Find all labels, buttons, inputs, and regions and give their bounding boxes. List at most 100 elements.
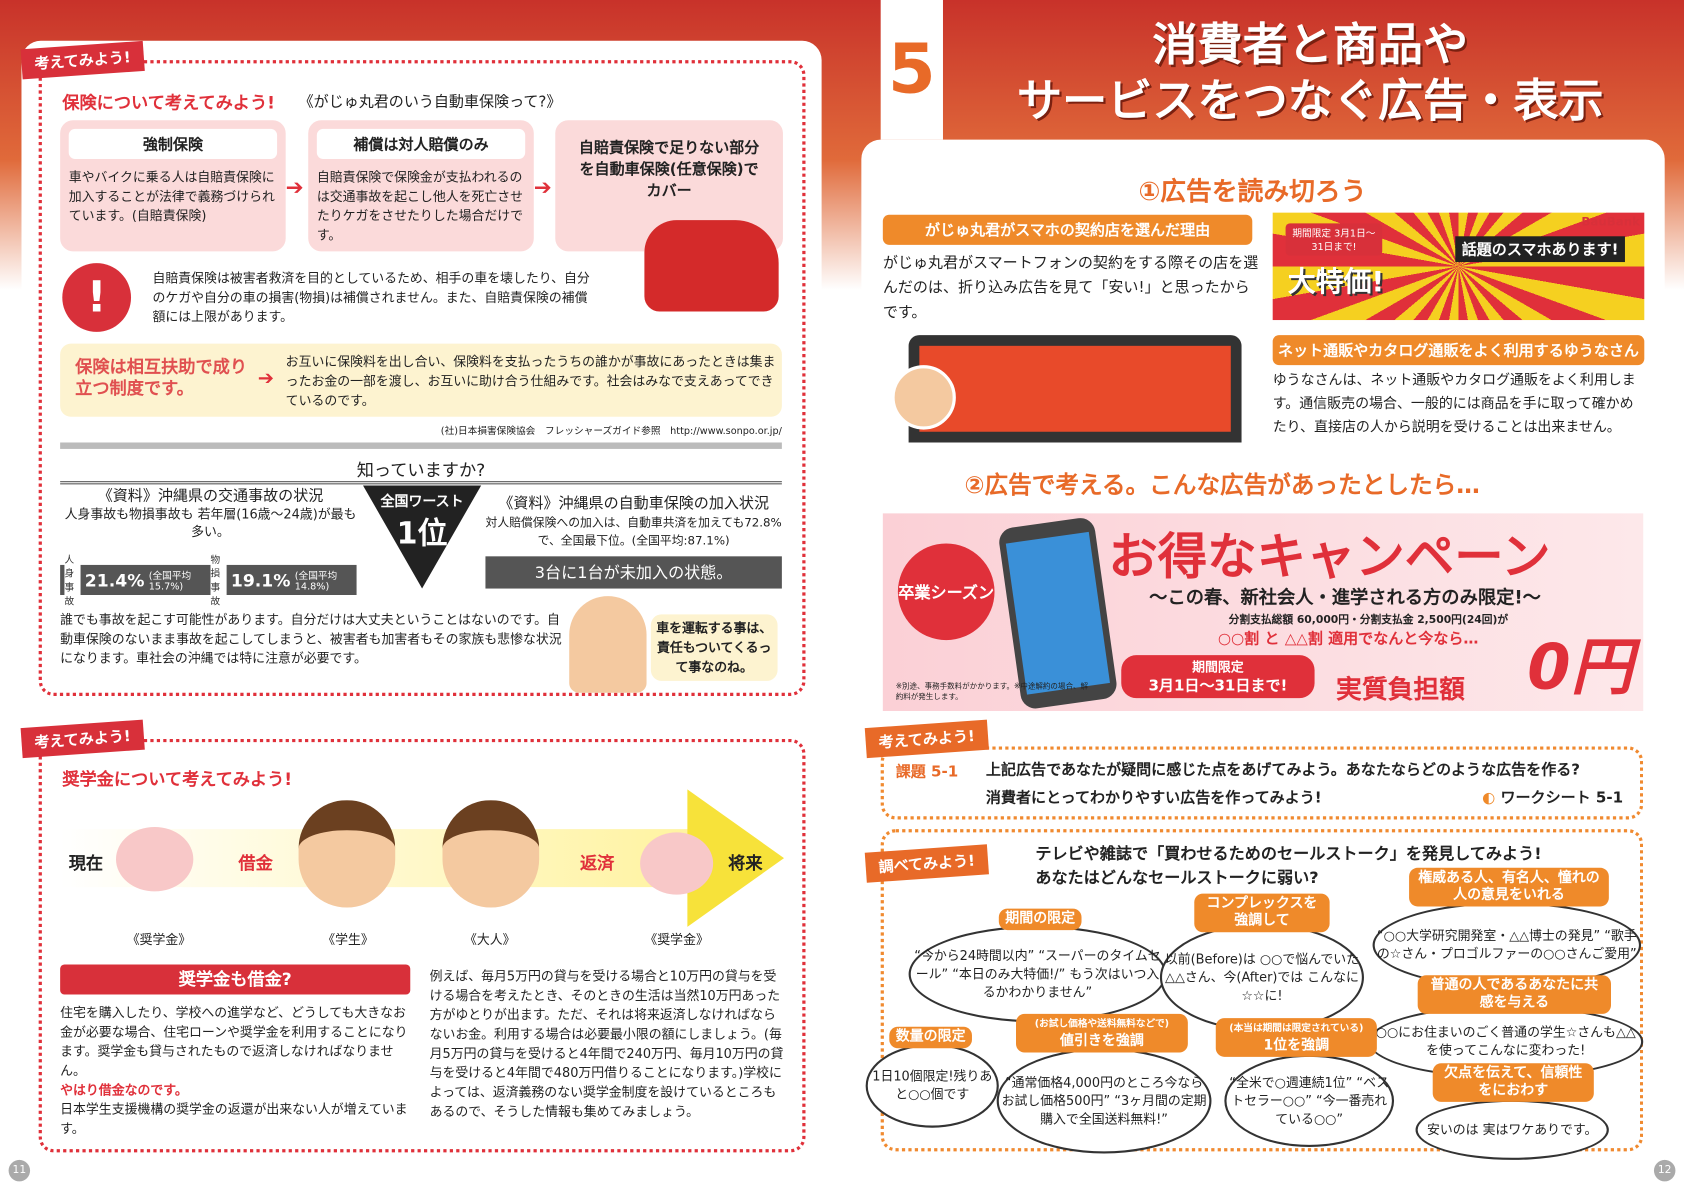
laptop-illustration [908,335,1242,443]
flow-future: 将来 [728,852,763,874]
effective-cost-label: 実質負担額 [1336,674,1465,705]
task-box [880,746,1644,820]
flyer-headline: 話題のスマホあります! [1455,236,1625,263]
talk-label: (お試し価格や送料無料などで) 値引きを強調 [1016,1013,1188,1053]
worst-triangle [363,485,482,589]
insurance-section [38,60,806,696]
flyer-ad: 期間限定 3月1日〜31日まで! 大特価! 話題のスマホあります! BauBan… [1272,212,1645,321]
title-line: サービスをつなぐ広告・表示 [1017,74,1604,127]
caption: 《大人》 [463,932,516,948]
compulsory-label: 強制保険 [68,128,278,159]
debt-band: 奨学金も借金? [60,964,411,995]
campaign-period: 期間限定 3月1日〜31日まで! [1121,655,1315,699]
talk-label: 普通の人であるあなたに共感を与える [1417,975,1611,1014]
worksheet-icon: ◐ [1482,789,1501,807]
scholarship-title: 奨学金について考えてみよう! [62,768,293,790]
page-number: 12 [1653,1159,1676,1182]
research-q2: あなたはどんなセールストークに弱い? [1035,867,1319,888]
scholarship-text-1: 住宅を購入したり、学校への進学など、どうしても大きなお金が必要な場合、住宅ローン… [60,1003,414,1138]
accident-stats: 人身事故 21.4% (全国平均15.7%) 物損事故 19.1% (全国平均1… [60,552,357,608]
period-dates: 3月1日〜31日まで! [1148,677,1288,695]
gajumaru-band: がじゅ丸君がスマホの契約店を選んだ理由 [882,214,1253,245]
liability-text: 自賠責保険で保険金が支払われるのは交通事故を起こし他人を死亡させたりケガをさせた… [316,169,524,243]
page-number: 11 [8,1159,31,1182]
worksheet-label: ワークシート 5-1 [1500,789,1624,807]
talk-label: 数量の限定 [889,1026,972,1049]
divider [60,481,782,485]
talk-label: 期間の限定 [998,908,1082,931]
insurance-subtitle: 《がじゅ丸君のいう自動車保険って?》 [298,93,562,111]
compulsory-text: 車やバイクに乗る人は自賠責保険に加入することが法律で義務づけられています。(自賠… [68,169,275,224]
talk-bubble: “通常価格4,000円のところ今ならお試し価格500円” “3ヶ月間の定期購入で… [996,1048,1212,1154]
uninsured-band: 3台に1台が未加入の状態。 [485,556,782,589]
worst-rank: 1位 [396,515,448,551]
speech-bubble: 車を運転する事は、責任もついてくるって事なのね。 [650,614,778,681]
task-text-1: 上記広告であなたが疑問に感じた点をあげてみよう。あなたならどのような広告を作る? [985,761,1581,779]
talk-label: 権威ある人、有名人、憧れの人の意見をいれる [1409,867,1609,907]
graduation-badge: 卒業シーズン [897,543,995,641]
stat-avg: (全国平均15.7%) [148,570,192,593]
stat-value: 19.1% [230,569,291,591]
student-illustration [298,800,396,908]
insurance-title: 保険について考えてみよう! [62,92,275,113]
insurance-data-text: 対人賠償保険への加入は、自動車共済を加えても72.8%で、全国最下位。(全国平均… [485,515,782,548]
campaign-headline: お得なキャンペーン [1108,527,1551,586]
accident-data: 《資料》沖縄県の交通事故の状況 人身事故も物損事故も 若年層(16歳〜24歳)が… [60,488,361,541]
mutual-aid-text: お互いに保険料を出し合い、保険料を支払ったうちの誰かが事故にあったときは集まった… [285,354,776,409]
talk-bubble: 1日10個限定!残りあと○○個です [865,1043,999,1128]
accident-text: 人身事故も物損事故も 若年層(16歳〜24歳)が最も多い。 [64,506,357,540]
stat-avg: (全国平均14.8%) [294,570,338,593]
text: 日本学生支援機構の奨学金の返還が出来ない人が増えています。 [60,1101,408,1137]
section-1-title: ①広告を読み切ろう [1138,176,1367,207]
warning-text: 自賠責保険は被害者救済を目的としているため、相手の車を壊したり、自分のケガや自分… [152,270,590,325]
task-text-2: 消費者にとってわかりやすい広告を作ってみよう! [985,789,1322,807]
talk-bubble: “○○大学研究開発室・△△博士の発見” “歌手の☆さん・プロゴルファーの○○さん… [1372,902,1642,989]
worst-label: 全国ワースト [380,494,464,511]
yuna-text: ゆうなさんは、ネット通販やカタログ通販をよく利用します。通信販売の場合、一般的に… [1272,372,1636,437]
period-label: 期間限定 [1192,659,1244,675]
gajumaru-text: がじゅ丸君がスマートフォンの契約をする際その店を選んだのは、折り込み広告を見て「… [882,254,1259,322]
research-box [880,829,1644,1152]
arrow-icon: ➔ [257,367,274,390]
scholarship-section [38,738,806,1153]
divider [60,442,782,449]
scholarship-text-2: 例えば、毎月5万円の貸与を受ける場合と10万円の貸与を受ける場合を考えたとき、そ… [429,968,784,1120]
stat-label: 人身事故 [64,552,81,608]
piggy-bank-icon [115,826,194,892]
compulsory-box: 強制保険 車やバイクに乗る人は自賠責保険に加入することが法律で義務づけられていま… [60,120,286,252]
source-note: (社)日本損害保険協会 フレッシャーズガイド参照 http://www.sonp… [440,426,782,438]
exclamation-icon: ! [62,263,132,332]
task-id: 課題 5-1 [895,763,959,781]
talk-bubble: 安いのは 実はワケありです。 [1415,1099,1609,1160]
campaign-terms: 分割支払総額 60,000円・分割支払金 2,500円(24回)が [1228,614,1509,627]
flow-borrow: 借金 [238,852,273,874]
section-2-title: ②広告で考える。こんな広告があったとしたら… [964,472,1480,500]
caption: 《奨学金》 [126,932,192,948]
adult-illustration [442,800,540,908]
voluntary-label: 自賠責保険で足りない部分を自動車保険(任意保険)でカバー [578,139,760,200]
worksheet-link[interactable]: ◐ ワークシート 5-1 [1482,786,1623,807]
campaign-subtitle: 〜この春、新社会人・進学される方のみ限定!〜 [1149,587,1541,609]
flyer-brand: BauBank [1581,214,1640,229]
insurance-data: 《資料》沖縄県の自動車保険の加入状況 対人賠償保険への加入は、自動車共済を加えて… [485,492,782,550]
flow-now: 現在 [68,852,104,874]
talk-label-text: 値引きを強調 [1060,1033,1144,1050]
stat-value: 21.4% [84,569,145,591]
know-title: 知っていますか? [356,459,486,481]
chapter-number: 5 [880,0,943,140]
talk-label-text: 1位を強調 [1263,1037,1330,1054]
effective-price: 0円 [1527,630,1633,704]
yuna-avatar [891,365,956,430]
mutual-aid-box [60,343,782,417]
talk-label: (本当は期間は限定されている)1位を強調 [1215,1018,1377,1057]
campaign-notes: ※別途、事務手数料がかかります。※中途解約の場合、解約料が発生します。 [895,681,1088,702]
talk-label: コンプレックスを強調して [1194,893,1330,933]
chapter-title: 消費者と商品や サービスをつなぐ広告・表示 [967,17,1654,129]
liability-box: 補償は対人賠償のみ 自賠責保険で保険金が支払われるのは交通事故を起こし他人を死亡… [308,120,534,252]
caption: 《学生》 [322,932,374,948]
worst-badge: 全国ワースト 1位 [363,490,481,553]
talk-note: (お試し価格や送料無料などで) [1034,1019,1170,1030]
campaign-ad: 卒業シーズン お得なキャンペーン 〜この春、新社会人・進学される方のみ限定!〜 … [882,513,1644,711]
arrow-icon: ➔ [533,173,552,200]
yuna-band: ネット通販やカタログ通販をよく利用するゆうなさん [1272,335,1645,366]
